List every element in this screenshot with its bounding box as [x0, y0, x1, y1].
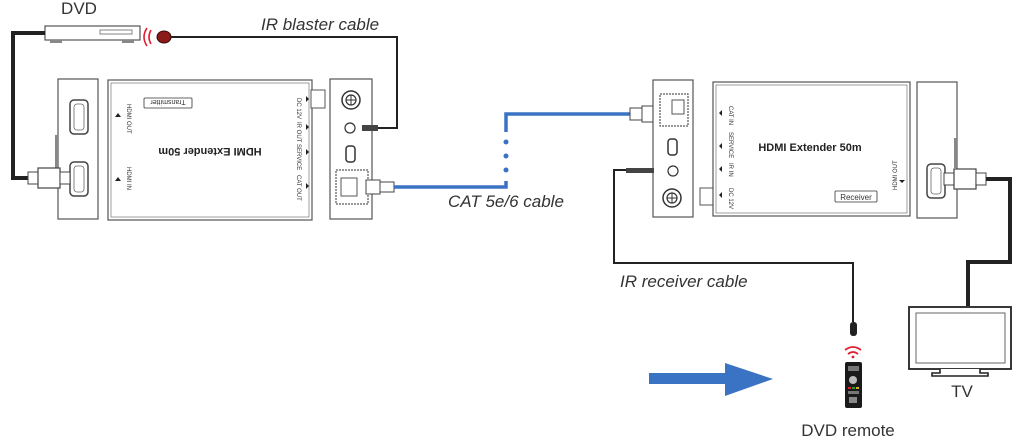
hdmi-cable-dvd: [11, 31, 45, 180]
rj45-plug-icon: [629, 105, 655, 123]
receiver-badge: Receiver: [840, 193, 872, 202]
hdmi-port-icon: [926, 163, 946, 199]
ir-blaster-cable: [171, 36, 398, 129]
ir-plug-icon: [362, 125, 378, 131]
ir-receiver-head-icon: [850, 322, 857, 336]
port-label-ir-out: IR OUT: [295, 122, 301, 143]
ir-jack-icon: [667, 165, 679, 177]
rj45-port-icon: [335, 169, 369, 205]
direction-arrow-icon: [649, 363, 773, 396]
tv-label: TV: [951, 382, 973, 401]
micro-usb-service-port-icon: [667, 138, 678, 156]
port-label-service: SERVICE: [295, 144, 301, 170]
receiver-body: HDMI Extender 50m Receiver CAT IN SERVIC…: [699, 81, 911, 217]
dvd-remote-icon: [845, 362, 862, 408]
rj45-plug-icon: [365, 179, 395, 195]
tv-icon: [908, 306, 1012, 377]
hdmi-plug-icon: [943, 168, 987, 190]
ir-jack-icon: [344, 122, 356, 134]
receiver-title: HDMI Extender 50m: [758, 142, 862, 154]
transmitter-title: HDMI Extender 50m: [158, 145, 262, 157]
hdmi-cable-tv: [966, 177, 1012, 306]
dvd-remote-label: DVD remote: [801, 421, 895, 440]
receiver-right-panel: [916, 81, 958, 219]
dvd-player-icon: [44, 25, 141, 43]
micro-usb-service-port-icon: [345, 145, 356, 163]
port-label-ir-in: IR IN: [727, 163, 733, 177]
cat-cable-label: CAT 5e/6 cable: [448, 192, 564, 211]
transmitter-right-panel: [329, 78, 373, 220]
ir-receiver-cable: [613, 169, 854, 322]
ir-blaster-head-icon: [156, 30, 172, 44]
port-label-dc12v: DC 12V: [295, 98, 301, 119]
port-label-hdmi-out: HDMI OUT: [893, 160, 899, 190]
port-label-hdmi-in: HDMI IN: [125, 167, 131, 190]
hdmi-plug-icon: [27, 167, 71, 189]
dvd-label: DVD: [61, 0, 97, 18]
hdmi-port-icon: [69, 99, 89, 135]
ir-signal-icon: [844, 346, 862, 359]
ir-plug-icon: [626, 168, 654, 173]
transmitter-body: HDMI Extender 50m Transmitter DC 12V IR …: [107, 79, 326, 221]
ir-receiver-cable-label: IR receiver cable: [620, 272, 748, 291]
ir-blaster-cable-label: IR blaster cable: [261, 15, 379, 34]
port-label-service: SERVICE: [727, 132, 733, 158]
port-label-dc12v: DC 12V: [727, 188, 733, 209]
rj45-port-icon: [659, 93, 689, 127]
receiver-left-panel: [652, 79, 694, 218]
hdmi-port-icon: [69, 161, 89, 197]
ir-signal-icon: [143, 27, 152, 47]
dc-power-port-icon: [341, 90, 361, 110]
cat-cable: [504, 112, 632, 132]
dc-power-port-icon: [662, 188, 682, 208]
port-label-hdmi-out: HDMI OUT: [125, 104, 131, 134]
cat-cable: [394, 181, 508, 189]
port-label-cat-in: CAT IN: [727, 106, 733, 125]
transmitter-badge: Transmitter: [150, 98, 186, 105]
port-label-cat-out: CAT OUT: [295, 175, 301, 201]
transmitter-left-panel: [55, 78, 99, 220]
